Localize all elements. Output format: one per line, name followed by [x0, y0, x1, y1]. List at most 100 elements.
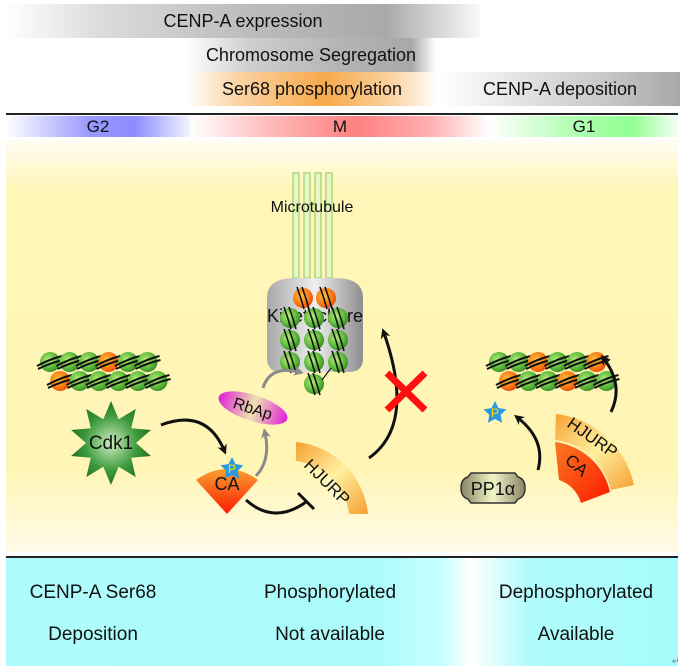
dna-wrap: [594, 378, 620, 389]
g1-chromatin: [485, 352, 620, 391]
dna-wrap: [524, 355, 551, 367]
pathway-diagram: Microtubule Kinetochore Cdk1 CA P RbAp H…: [36, 172, 634, 515]
dna-wrap: [283, 306, 292, 330]
dna-wrap: [105, 374, 131, 386]
arrow-complex-to-chromatin: [600, 355, 618, 413]
h3-nucleosome: [304, 350, 324, 374]
nucleosome-core: [98, 352, 119, 372]
microtubule-2: [303, 172, 311, 279]
dna-wrap: [331, 328, 340, 352]
dna-wrap: [319, 286, 328, 310]
phospho-star-shape: [220, 457, 244, 479]
nucleosome-core: [69, 371, 90, 391]
dna-wrap: [534, 374, 561, 386]
h3-nucleosome: [328, 306, 348, 330]
inhibition-bar: [296, 491, 316, 511]
nucleosome: [495, 371, 523, 391]
cenp-a-nucleosome: [316, 286, 336, 310]
nucleosome-core: [50, 371, 70, 391]
nucleosome-core: [147, 371, 168, 391]
dna-wrap: [307, 306, 316, 330]
ser68-phosphorylation-bar: Ser68 phosphorylation: [186, 72, 438, 106]
dna-wrap: [312, 372, 321, 396]
nucleosome-core: [518, 371, 539, 391]
nucleosome-core: [499, 371, 519, 391]
nucleosome-core: [489, 352, 509, 372]
arrow-pp1a-dephosphorylation: [514, 414, 542, 471]
dna-wrap: [324, 286, 333, 310]
status-table: CENP-A Ser68 Phosphorylated Dephosphoryl…: [6, 558, 678, 666]
timeline-divider: [6, 113, 678, 115]
dna-wrap: [114, 355, 141, 367]
phase-g2: G2: [6, 116, 190, 137]
nucleosome-core: [557, 371, 578, 391]
dna-wrap: [36, 355, 63, 367]
dna-wrap: [307, 372, 316, 396]
phase-g1-label: G1: [572, 116, 596, 136]
phase-g2-label: G2: [86, 116, 110, 136]
dna-wrap: [283, 328, 292, 352]
dna-wrap: [515, 374, 541, 386]
m-phase-deposition-status: Not available: [275, 624, 385, 645]
microtubule-4: [325, 172, 333, 279]
hjurp-cenp-a-complex: HJURP CA: [555, 414, 634, 503]
centromere-nucleosome-cluster: [280, 286, 348, 396]
dna-wrap: [56, 355, 82, 367]
cenp-a-phosphorylated: CA: [196, 469, 258, 514]
dna-wrap: [135, 359, 161, 370]
dna-wrap: [46, 374, 73, 386]
microtubule-3: [314, 172, 322, 279]
rbap-ellipse: [218, 391, 288, 425]
h3-nucleosome: [328, 328, 348, 352]
nucleosome-core: [108, 371, 129, 391]
nucleosome: [534, 371, 562, 391]
dna-wrap: [336, 306, 345, 330]
phospho-star-icon: P: [220, 457, 244, 479]
rbap-chaperone: RbAp: [218, 391, 288, 425]
nucleosome: [134, 352, 161, 372]
dna-wrap: [95, 355, 121, 367]
blocked-arrow-hjurp-to-centromere: [368, 328, 399, 460]
phospho-star-shape: [483, 401, 507, 423]
ser68-phosphorylation-label: Ser68 phosphorylation: [221, 78, 403, 99]
nucleosome: [66, 371, 93, 391]
nucleosome: [563, 352, 591, 372]
cenp-a-deposition-label: CENP-A deposition: [482, 78, 638, 99]
chromosome-segregation-bar: Chromosome Segregation: [186, 38, 436, 72]
nucleosome-core: [547, 352, 568, 372]
dna-wrap: [336, 350, 345, 374]
dna-wrap: [145, 378, 171, 389]
cenp-a-wedge: [196, 469, 258, 514]
dna-wrap: [331, 350, 340, 374]
inhibition-cenp-a-hjurp: [245, 498, 307, 515]
dna-wrap: [124, 374, 151, 386]
g2-chromatin: [36, 352, 171, 391]
microtubule-label: Microtubule: [271, 199, 354, 216]
return-mark-icon: ↵: [672, 656, 680, 666]
cenp-a-label: CA: [214, 474, 239, 494]
cenp-a-expression-label: CENP-A expression: [163, 10, 323, 31]
nucleosome-core: [538, 371, 558, 391]
cenp-a-arc-right: [555, 442, 610, 503]
diagram-panel: Microtubule Kinetochore Cdk1 CA P RbAp H…: [6, 140, 678, 552]
dna-wrap: [554, 374, 580, 386]
nucleosome-core: [577, 371, 597, 391]
dna-wrap: [485, 355, 512, 367]
linker-dna: [321, 367, 332, 381]
pp1a-phosphatase: PP1α: [460, 472, 526, 504]
microtubule-1: [292, 172, 300, 279]
h3-nucleosome: [304, 372, 324, 396]
cenp-a-nucleosome: [293, 286, 313, 310]
dna-wrap: [505, 355, 531, 367]
block-x-stroke-2: [384, 370, 428, 413]
nucleosome: [593, 371, 620, 391]
arrow-rbap-to-chromatin: [261, 365, 304, 389]
dna-wrap: [593, 374, 619, 386]
pp1a-label: PP1α: [471, 479, 515, 499]
cdk1-star-shape: [71, 401, 151, 485]
nucleosome: [144, 371, 171, 391]
arrow-cdk1-to-cenp-a: [160, 418, 227, 455]
nucleosome-core: [596, 371, 617, 391]
dna-wrap: [331, 306, 340, 330]
hjurp-arc-shape: [296, 442, 368, 514]
